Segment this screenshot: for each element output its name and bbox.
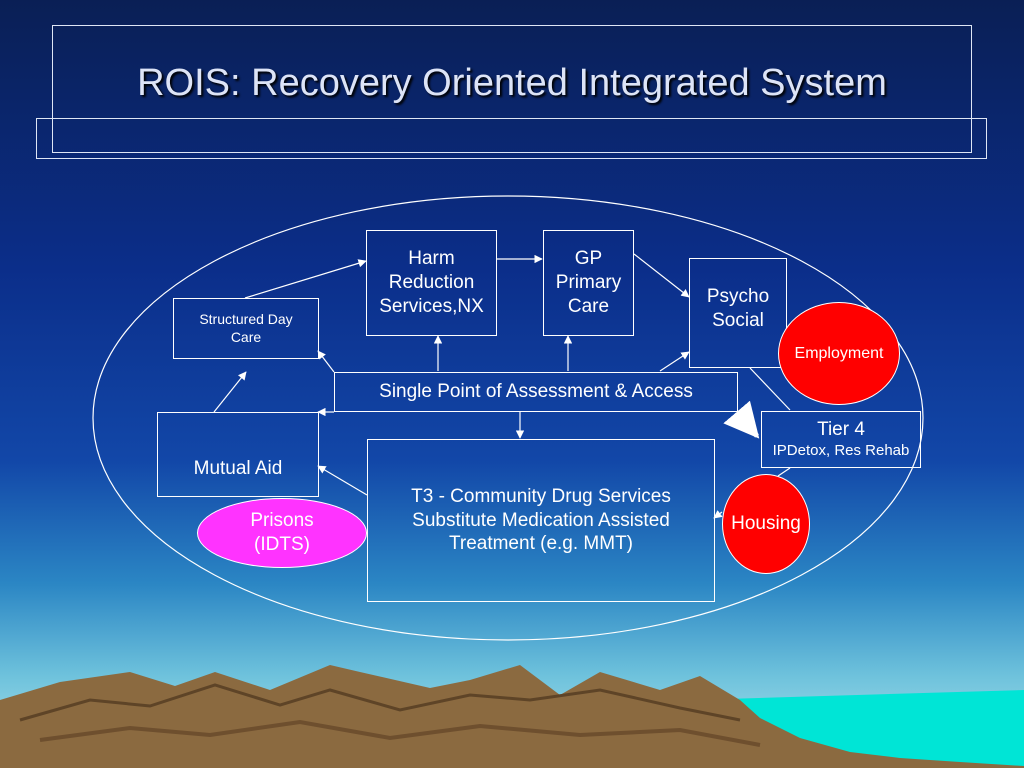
- harm-reduction-box: Harm Reduction Services,NX: [366, 230, 497, 336]
- employment-label: Employment: [794, 344, 884, 362]
- arrow-gp-to-psycho: [633, 253, 690, 298]
- t3-box: T3 - Community Drug Services Substitute …: [367, 439, 715, 602]
- arrow-t3-to-mutual: [317, 465, 368, 496]
- psycho-social-label: Psycho Social: [706, 286, 770, 331]
- bold-arrow-to-tier4: [723, 400, 760, 439]
- psycho-social-box: Psycho Social: [689, 258, 787, 368]
- slide-title: ROIS: Recovery Oriented Integrated Syste…: [137, 62, 887, 104]
- t3-label: T3 - Community Drug Services Substitute …: [411, 485, 671, 555]
- structured-day-care-label: Structured Day Care: [199, 311, 293, 345]
- prisons-label: Prisons (IDTS): [250, 510, 314, 555]
- arrow-spa-to-psycho: [659, 351, 690, 372]
- employment-oval: Employment: [778, 302, 900, 405]
- arrow-psycho-to-tier4: [749, 367, 791, 411]
- mutual-aid-box: Mutual Aid: [157, 412, 319, 497]
- gp-primary-care-box: GP Primary Care: [543, 230, 634, 336]
- arrow-housing-to-t3: [713, 510, 723, 519]
- line-tier4-to-housing: [777, 467, 791, 477]
- housing-label: Housing: [731, 513, 801, 535]
- mountain-range: [0, 665, 1024, 768]
- tier4-box: Tier 4 IPDetox, Res Rehab: [761, 411, 921, 468]
- harm-reduction-label: Harm Reduction Services,NX: [379, 248, 484, 317]
- tier4-title: Tier 4: [817, 419, 865, 441]
- arrow-spa-to-daycare: [317, 350, 335, 373]
- arrow-mutual-to-daycare: [213, 371, 247, 413]
- mutual-aid-label: Mutual Aid: [193, 458, 283, 480]
- mountain-ridge: [19, 683, 741, 722]
- system-ellipse: [92, 195, 924, 641]
- title-underline-frame: [36, 118, 987, 159]
- single-point-label: Single Point of Assessment & Access: [379, 381, 693, 403]
- structured-day-care-box: Structured Day Care: [173, 298, 319, 359]
- title-frame: [52, 25, 972, 153]
- prisons-oval: Prisons (IDTS): [197, 498, 367, 568]
- tier4-subtitle: IPDetox, Res Rehab: [772, 441, 910, 459]
- gp-label: GP Primary Care: [555, 248, 622, 317]
- arrow-daycare-to-harm: [244, 259, 367, 299]
- mountain-shadow: [39, 719, 761, 747]
- single-point-box: Single Point of Assessment & Access: [334, 372, 738, 412]
- housing-oval: Housing: [722, 474, 810, 574]
